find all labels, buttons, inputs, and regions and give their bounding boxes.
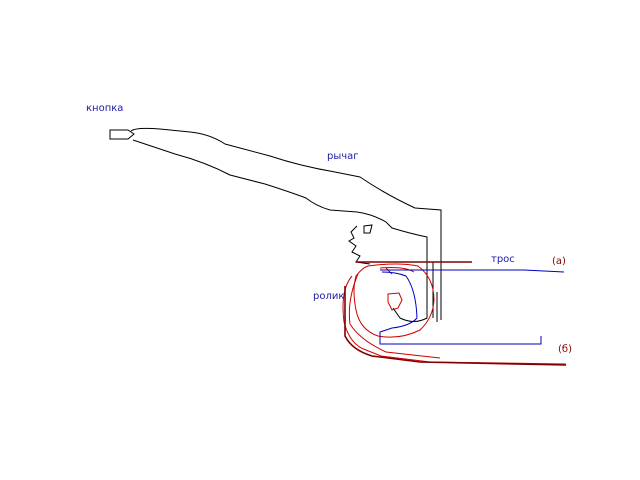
lever-lower-edge [132, 139, 428, 322]
cable-line [379, 269, 565, 345]
mark-b-label: (б) [558, 344, 572, 355]
button-shape [109, 129, 135, 140]
bracket-outline [348, 225, 371, 265]
roller-label: ролик [313, 291, 344, 302]
lever-outline [109, 127, 442, 322]
mark-a-label: (а) [552, 256, 566, 267]
outer-cable-sheath [344, 261, 567, 366]
lever-upper-edge [130, 127, 442, 320]
bracket-slot [363, 224, 373, 234]
cable-label: трос [491, 254, 515, 265]
button-label: кнопка [86, 103, 123, 114]
lever-label: рычаг [327, 151, 359, 162]
roller-shape [342, 263, 567, 365]
